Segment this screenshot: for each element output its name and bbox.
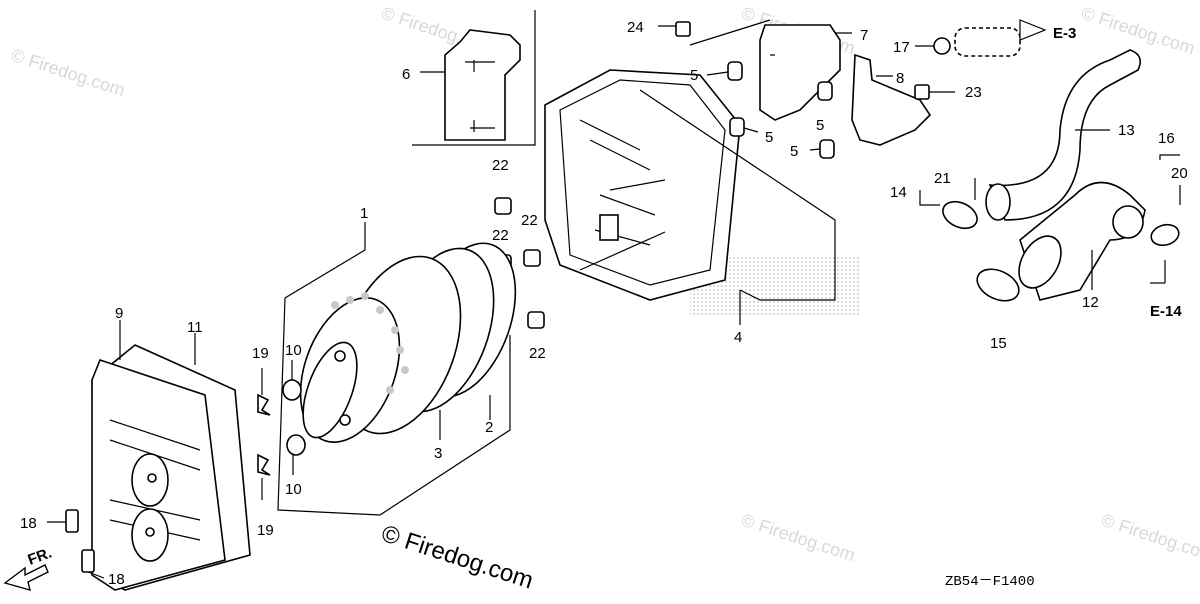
wing-nuts-19 bbox=[257, 368, 271, 500]
label-23: 23 bbox=[965, 84, 982, 101]
label-17: 17 bbox=[893, 39, 910, 56]
label-7: 7 bbox=[860, 27, 868, 44]
label-24: 24 bbox=[627, 19, 644, 36]
ref-arrow-e14 bbox=[1150, 260, 1166, 284]
label-10a: 10 bbox=[285, 342, 302, 359]
elbow-12 bbox=[1018, 181, 1146, 301]
watermark-bottom: © Firedog.com bbox=[739, 510, 858, 566]
watermark-bottomright: © Firedog.com bbox=[1099, 510, 1200, 566]
bracket-7-group bbox=[689, 19, 932, 146]
label-19a: 19 bbox=[252, 345, 269, 362]
label-13: 13 bbox=[1118, 122, 1135, 139]
label-2: 2 bbox=[485, 419, 493, 436]
label-22a: 22 bbox=[492, 157, 509, 174]
label-22d: 22 bbox=[529, 345, 546, 362]
filter-holes bbox=[331, 292, 409, 394]
label-10b: 10 bbox=[285, 481, 302, 498]
air-cleaner-case bbox=[544, 69, 836, 325]
label-22b: 22 bbox=[521, 212, 538, 229]
reference-codes: E-3 E-14 FR. bbox=[26, 25, 1183, 569]
screws bbox=[658, 21, 955, 100]
label-5c: 5 bbox=[765, 129, 773, 146]
bracket-6-group bbox=[412, 10, 536, 146]
label-8: 8 bbox=[896, 70, 904, 87]
label-5d: 5 bbox=[790, 143, 798, 160]
label-3: 3 bbox=[434, 445, 442, 462]
clips-18 bbox=[47, 509, 105, 579]
breather-17 bbox=[915, 19, 1047, 57]
label-1: 1 bbox=[360, 205, 368, 222]
watermark-topleft: © Firedog.com bbox=[9, 45, 128, 101]
label-21: 21 bbox=[934, 170, 951, 187]
label-15: 15 bbox=[990, 335, 1007, 352]
front-label: FR. bbox=[26, 545, 55, 569]
ref-e3: E-3 bbox=[1053, 25, 1076, 42]
ref-e14: E-14 bbox=[1150, 303, 1182, 320]
grommets-10 bbox=[282, 360, 306, 475]
watermark-topright: © Firedog.com bbox=[1079, 3, 1198, 59]
label-19b: 19 bbox=[257, 522, 274, 539]
filter-element-group bbox=[277, 222, 517, 516]
cover-group bbox=[91, 320, 251, 591]
label-20: 20 bbox=[1171, 165, 1188, 182]
label-18b: 18 bbox=[108, 571, 125, 588]
watermark-center: © Firedog.com bbox=[378, 520, 536, 594]
label-6: 6 bbox=[402, 66, 410, 83]
label-18a: 18 bbox=[20, 515, 37, 532]
part-labels: 1 2 3 4 5 5 5 5 6 7 8 9 10 10 11 12 13 1… bbox=[20, 19, 1188, 588]
drawing-code: ZB54－F1400 bbox=[945, 574, 1035, 590]
label-22c: 22 bbox=[492, 227, 509, 244]
label-5b: 5 bbox=[816, 117, 824, 134]
label-12: 12 bbox=[1082, 294, 1099, 311]
hose-13 bbox=[985, 49, 1141, 221]
label-11: 11 bbox=[187, 319, 203, 336]
collars-5 bbox=[706, 61, 835, 159]
clamps bbox=[919, 154, 1181, 302]
label-4: 4 bbox=[734, 329, 742, 346]
label-9: 9 bbox=[115, 305, 123, 322]
label-16: 16 bbox=[1158, 130, 1175, 147]
front-arrow bbox=[3, 564, 49, 591]
label-5a: 5 bbox=[690, 67, 698, 84]
label-14: 14 bbox=[890, 184, 907, 201]
